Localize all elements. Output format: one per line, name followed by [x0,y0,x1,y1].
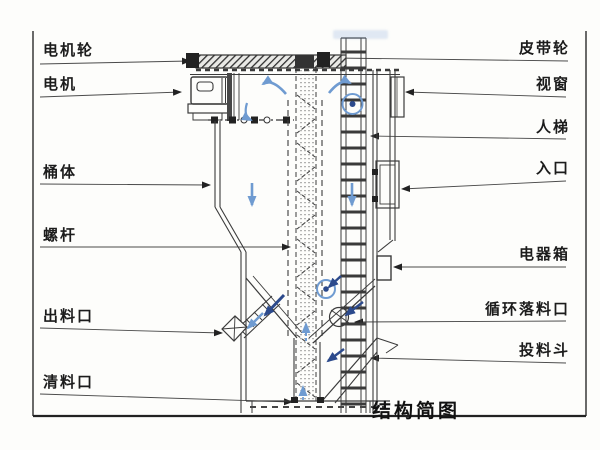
viewing-window [390,76,405,118]
leader-inlet [401,180,567,193]
label-belt-pulley: 皮带轮 [518,40,570,57]
label-motor: 电机 [43,76,78,93]
label-cleaning-outlet: 清料口 [43,374,95,391]
leader-belt-pulley [333,54,569,62]
label-inlet: 入口 [535,160,570,177]
leader-discharge-outlet [39,327,223,337]
leader-motor-wheel [39,57,191,65]
label-barrel-body: 桶体 [43,164,78,181]
label-electric-box: 电器箱 [518,246,570,263]
figure-frame [32,31,587,418]
label-screw-rod: 螺杆 [43,227,78,244]
discharge-chute [221,295,281,342]
caption-structure-diagram: 结构简图 [372,401,461,422]
label-motor-wheel: 电机轮 [43,42,95,59]
watermark-artifact [333,30,388,39]
label-ladder: 人梯 [535,119,570,136]
inlet-door [372,160,400,209]
label-feeding-hopper: 投料斗 [518,342,570,359]
circulation-port [328,306,350,328]
label-discharge-outlet: 出料口 [43,308,95,325]
leader-barrel-body [39,181,211,189]
leader-lines [39,54,569,406]
electric-box [376,255,392,281]
leader-viewing-window [405,88,567,98]
machine-base [246,397,390,413]
label-circulation-outlet: 循环落料口 [484,301,570,318]
motor [187,73,240,121]
leader-ladder [370,132,567,140]
flow-arrows [240,74,364,400]
leader-motor [39,88,182,98]
label-viewing-window: 视窗 [535,76,570,93]
belt-guard [186,52,400,76]
ladder [340,37,367,413]
feeding-hopper [322,337,399,404]
leader-feeding-hopper [370,354,567,364]
leader-circulation-outlet [354,318,567,326]
screw-rod [287,68,323,402]
